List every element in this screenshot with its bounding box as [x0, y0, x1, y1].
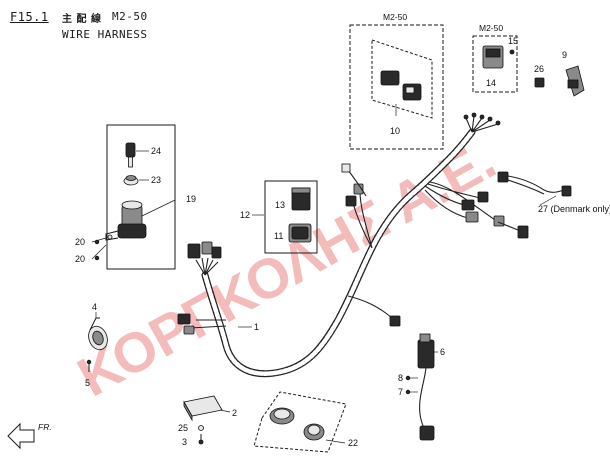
- callout-3: 3: [182, 437, 187, 447]
- callout-24: 24: [151, 146, 161, 156]
- callout-13: 13: [275, 200, 285, 210]
- callout-8: 8: [398, 373, 403, 383]
- cap-part-23: [123, 175, 149, 186]
- callout-4: 4: [92, 302, 97, 312]
- callout-2: 2: [232, 408, 237, 418]
- box-14-model: M2-50: [479, 23, 503, 33]
- front-arrow-label: FR.: [38, 422, 52, 432]
- callout-1: 1: [254, 322, 259, 332]
- horn-switch-part-9: [565, 65, 585, 97]
- relay-box-12: [252, 180, 318, 254]
- callout-15: 15: [508, 36, 518, 46]
- callout-19: 19: [186, 194, 196, 204]
- leader-20b: [91, 244, 107, 260]
- relay-part-13: [291, 187, 311, 211]
- washer-part-25: [198, 425, 204, 431]
- callout-22: 22: [348, 438, 358, 448]
- box-19-frame: [106, 124, 176, 270]
- callout-23: 23: [151, 175, 161, 185]
- callout-7: 7: [398, 387, 403, 397]
- title-chinese: 主 配 線: [62, 14, 102, 25]
- sensor-part-6: [405, 333, 438, 441]
- callout-5: 5: [85, 378, 90, 388]
- callout-27: 27 (Denmark only): [538, 204, 610, 214]
- relay-part-11: [288, 223, 312, 243]
- connector-part-26: [534, 77, 545, 88]
- model-label: M2-50: [112, 10, 148, 23]
- ignition-switch-box: [91, 124, 176, 270]
- ignition-switch-body: [105, 199, 176, 241]
- box-12-frame: [264, 180, 318, 254]
- callout-10: 10: [390, 126, 400, 136]
- relay-block-10: [380, 70, 422, 101]
- horn-part-4: [86, 312, 108, 372]
- relay-box-14: M2-50: [472, 23, 518, 93]
- box-10-model: M2-50: [383, 12, 407, 22]
- box-14-frame: [472, 35, 518, 93]
- flasher-box-22: [253, 391, 347, 453]
- title-english: WIRE HARNESS: [62, 28, 148, 41]
- sub-harness-part-27: [497, 171, 572, 206]
- callout-12: 12: [240, 210, 250, 220]
- relay-group-box-10: M2-50: [349, 12, 444, 150]
- bolt-part-3: [198, 434, 204, 445]
- main-harness-part-1: [177, 112, 529, 378]
- leader-20a: [91, 237, 107, 243]
- callout-9: 9: [562, 50, 567, 60]
- callout-11: 11: [274, 231, 283, 241]
- callout-6: 6: [440, 347, 445, 357]
- rubber-part-2: [183, 395, 231, 422]
- box-10-frame: [349, 24, 444, 150]
- callout-25: 25: [178, 423, 188, 433]
- key-part-24: [125, 142, 149, 168]
- callout-14: 14: [486, 78, 496, 88]
- callout-20a: 20: [75, 237, 85, 247]
- callout-26: 26: [534, 64, 544, 74]
- callout-20b: 20: [75, 254, 85, 264]
- flasher-part-22: [269, 407, 325, 441]
- relay-part-14: [482, 45, 504, 69]
- diagram-code: F15.1: [10, 10, 49, 24]
- front-direction-arrow: FR.: [7, 422, 52, 450]
